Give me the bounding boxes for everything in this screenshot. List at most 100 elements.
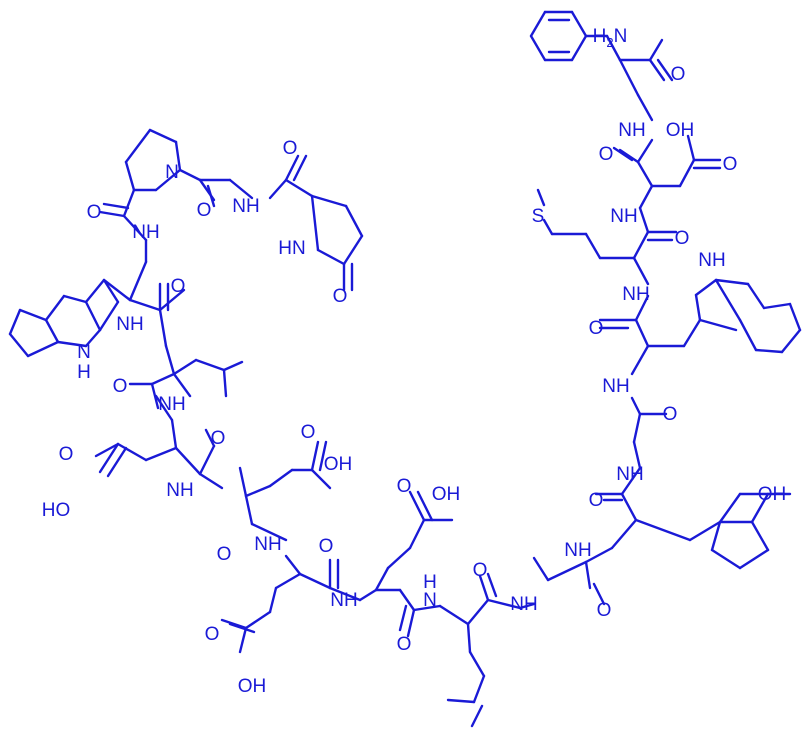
- bond: [536, 188, 546, 207]
- bond: [128, 298, 162, 312]
- atom-label-o: O: [333, 286, 348, 307]
- atom-label-nh: NH: [616, 464, 643, 485]
- bond: [750, 520, 770, 552]
- bond: [620, 492, 638, 522]
- atom-label-nh: NH: [330, 590, 357, 611]
- bond: [788, 302, 802, 332]
- bond: [204, 428, 216, 448]
- bond: [620, 466, 642, 496]
- bond: [632, 412, 642, 444]
- bond: [122, 188, 136, 218]
- bond: [102, 202, 130, 210]
- atom-label-oh: OH: [324, 454, 353, 475]
- atom-label-h: H: [77, 362, 91, 383]
- atom-label-nh: NH: [132, 222, 159, 243]
- bond: [738, 548, 770, 570]
- bond: [470, 704, 484, 728]
- atom-label-oh: OH: [238, 676, 267, 697]
- bond: [688, 520, 722, 542]
- atom-label-nh: NH: [166, 480, 193, 501]
- bond: [98, 300, 120, 332]
- bond: [170, 418, 178, 450]
- bond: [284, 554, 302, 576]
- atom-label-o: O: [675, 228, 690, 249]
- bond: [122, 214, 148, 242]
- bond: [94, 442, 120, 458]
- bond: [228, 622, 256, 634]
- atom-label-oh: OH: [758, 484, 787, 505]
- atom-label-o: O: [599, 144, 614, 165]
- bond: [374, 566, 390, 592]
- bond: [148, 128, 178, 144]
- bond: [630, 396, 642, 416]
- atom-label-o: O: [205, 624, 220, 645]
- atom-label-nh: NH: [602, 376, 629, 397]
- bond: [754, 348, 784, 354]
- bond: [466, 598, 490, 626]
- bond: [44, 294, 66, 322]
- bond: [446, 698, 476, 704]
- atom-label-h: H: [423, 572, 437, 593]
- atom-label-nh: NH: [698, 250, 725, 271]
- bond: [8, 332, 30, 358]
- bond: [150, 382, 160, 410]
- bond: [636, 138, 654, 164]
- bond: [532, 556, 550, 582]
- bond: [268, 178, 288, 200]
- bond: [18, 308, 48, 322]
- bond: [386, 546, 412, 570]
- bond: [106, 446, 128, 478]
- bond: [328, 586, 362, 602]
- atom-label-nh2: H2N: [593, 26, 628, 50]
- bond: [154, 168, 182, 192]
- bond: [632, 440, 642, 470]
- bond: [244, 484, 272, 498]
- atom-label-nh: NH: [116, 314, 143, 335]
- bond: [26, 340, 60, 358]
- bond: [342, 234, 364, 266]
- atom-label-nh: NH: [232, 196, 259, 217]
- atom-label-o: O: [473, 560, 488, 581]
- atom-label-s: S: [532, 206, 545, 227]
- atom-label-n: N: [423, 590, 437, 611]
- atom-label-nh: NH: [564, 540, 591, 561]
- bond: [220, 618, 248, 630]
- bond: [605, 34, 622, 62]
- bond: [612, 146, 634, 162]
- bond: [124, 128, 152, 164]
- bond: [8, 308, 22, 336]
- bond: [762, 302, 792, 310]
- bond: [102, 278, 132, 302]
- bond: [632, 230, 650, 260]
- bond: [144, 446, 178, 462]
- bond: [84, 328, 102, 348]
- bond: [780, 328, 802, 354]
- atom-label-o: O: [113, 376, 128, 397]
- bond: [228, 178, 254, 200]
- atom-label-o: O: [171, 276, 186, 297]
- bond: [310, 194, 320, 252]
- bond: [198, 444, 216, 476]
- atom-label-o: O: [197, 200, 212, 221]
- bond: [292, 154, 308, 182]
- atom-label-oh: OH: [666, 120, 695, 141]
- bond: [694, 278, 718, 297]
- bond: [746, 282, 766, 310]
- bond: [618, 58, 640, 97]
- bond: [116, 442, 148, 462]
- bond: [194, 358, 226, 372]
- bond: [610, 518, 638, 550]
- bond: [310, 468, 332, 490]
- bond: [250, 522, 288, 542]
- bond: [128, 260, 148, 302]
- atom-label-oh: OH: [432, 484, 461, 505]
- atom-label-o: O: [671, 64, 686, 85]
- bond: [714, 278, 750, 286]
- bond: [412, 604, 442, 612]
- atom-label-nh: NH: [622, 284, 649, 305]
- bond: [98, 210, 126, 218]
- bond: [398, 604, 408, 632]
- atom-label-o: O: [663, 404, 678, 425]
- bond: [584, 560, 592, 590]
